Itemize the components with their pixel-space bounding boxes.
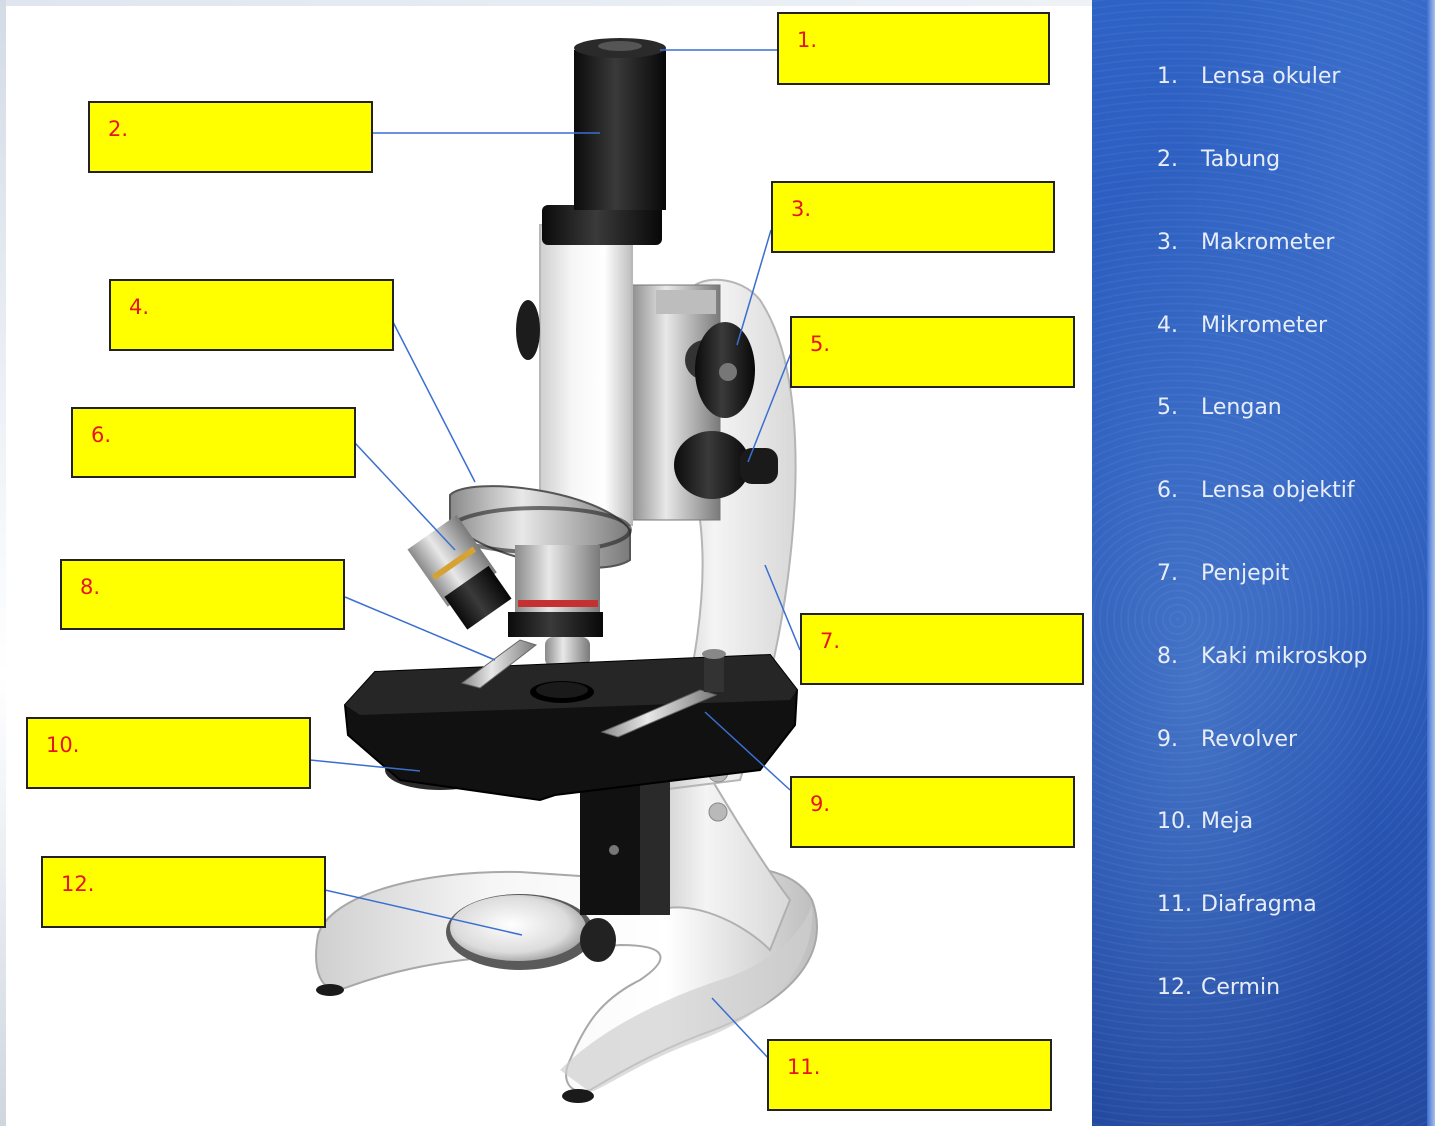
answer-number-9: 9. xyxy=(810,792,830,816)
legend-text: Lengan xyxy=(1201,395,1282,420)
answer-number-3: 3. xyxy=(791,197,811,221)
legend-number: 5. xyxy=(1157,395,1201,420)
legend-number: 7. xyxy=(1157,561,1201,586)
answer-box-4[interactable]: 4. xyxy=(109,279,394,351)
legend-item: 4.Mikrometer xyxy=(1157,313,1327,338)
legend-number: 10. xyxy=(1157,809,1201,834)
legend-text: Cermin xyxy=(1201,975,1280,1000)
eyepiece xyxy=(542,38,666,245)
legend-panel: 1.Lensa okuler 2.Tabung 3.Makrometer 4.M… xyxy=(1092,0,1435,1126)
legend-text: Tabung xyxy=(1201,147,1280,172)
answer-box-2[interactable]: 2. xyxy=(88,101,373,173)
legend-number: 1. xyxy=(1157,64,1201,89)
legend-item: 1.Lensa okuler xyxy=(1157,64,1340,89)
legend-item: 7.Penjepit xyxy=(1157,561,1289,586)
legend-number: 3. xyxy=(1157,230,1201,255)
answer-number-10: 10. xyxy=(46,733,79,757)
legend-number: 4. xyxy=(1157,313,1201,338)
legend-item: 11.Diafragma xyxy=(1157,892,1317,917)
legend-text: Lensa objektif xyxy=(1201,478,1355,503)
legend-text: Penjepit xyxy=(1201,561,1289,586)
answer-box-11[interactable]: 11. xyxy=(767,1039,1052,1111)
leader-line-4 xyxy=(393,322,475,482)
legend-item: 8.Kaki mikroskop xyxy=(1157,644,1368,669)
answer-number-6: 6. xyxy=(91,423,111,447)
answer-number-4: 4. xyxy=(129,295,149,319)
answer-box-5[interactable]: 5. xyxy=(790,316,1075,388)
answer-box-12[interactable]: 12. xyxy=(41,856,326,928)
body-tube xyxy=(516,225,632,525)
answer-number-1: 1. xyxy=(797,28,817,52)
legend-number: 2. xyxy=(1157,147,1201,172)
legend-text: Revolver xyxy=(1201,727,1297,752)
legend-item: 6.Lensa objektif xyxy=(1157,478,1355,503)
legend-item: 12.Cermin xyxy=(1157,975,1280,1000)
legend-text: Lensa okuler xyxy=(1201,64,1340,89)
legend-item: 5.Lengan xyxy=(1157,395,1282,420)
answer-box-10[interactable]: 10. xyxy=(26,717,311,789)
answer-box-8[interactable]: 8. xyxy=(60,559,345,630)
legend-number: 12. xyxy=(1157,975,1201,1000)
legend-text: Meja xyxy=(1201,809,1253,834)
legend-item: 9.Revolver xyxy=(1157,727,1297,752)
answer-box-6[interactable]: 6. xyxy=(71,407,356,478)
legend-item: 2.Tabung xyxy=(1157,147,1280,172)
leader-line-6 xyxy=(355,443,455,550)
legend-number: 6. xyxy=(1157,478,1201,503)
answer-box-3[interactable]: 3. xyxy=(771,181,1055,253)
answer-number-5: 5. xyxy=(810,332,830,356)
legend-text: Kaki mikroskop xyxy=(1201,644,1368,669)
answer-number-12: 12. xyxy=(61,872,94,896)
legend-item: 10.Meja xyxy=(1157,809,1253,834)
answer-number-11: 11. xyxy=(787,1055,820,1079)
legend-number: 8. xyxy=(1157,644,1201,669)
answer-number-8: 8. xyxy=(80,575,100,599)
legend-item: 3.Makrometer xyxy=(1157,230,1334,255)
legend-number: 9. xyxy=(1157,727,1201,752)
answer-box-9[interactable]: 9. xyxy=(790,776,1075,848)
legend-text: Diafragma xyxy=(1201,892,1317,917)
answer-box-1[interactable]: 1. xyxy=(777,12,1050,85)
answer-box-7[interactable]: 7. xyxy=(800,613,1084,685)
legend-text: Mikrometer xyxy=(1201,313,1327,338)
legend-number: 11. xyxy=(1157,892,1201,917)
legend-text: Makrometer xyxy=(1201,230,1334,255)
answer-number-7: 7. xyxy=(820,629,840,653)
answer-number-2: 2. xyxy=(108,117,128,141)
